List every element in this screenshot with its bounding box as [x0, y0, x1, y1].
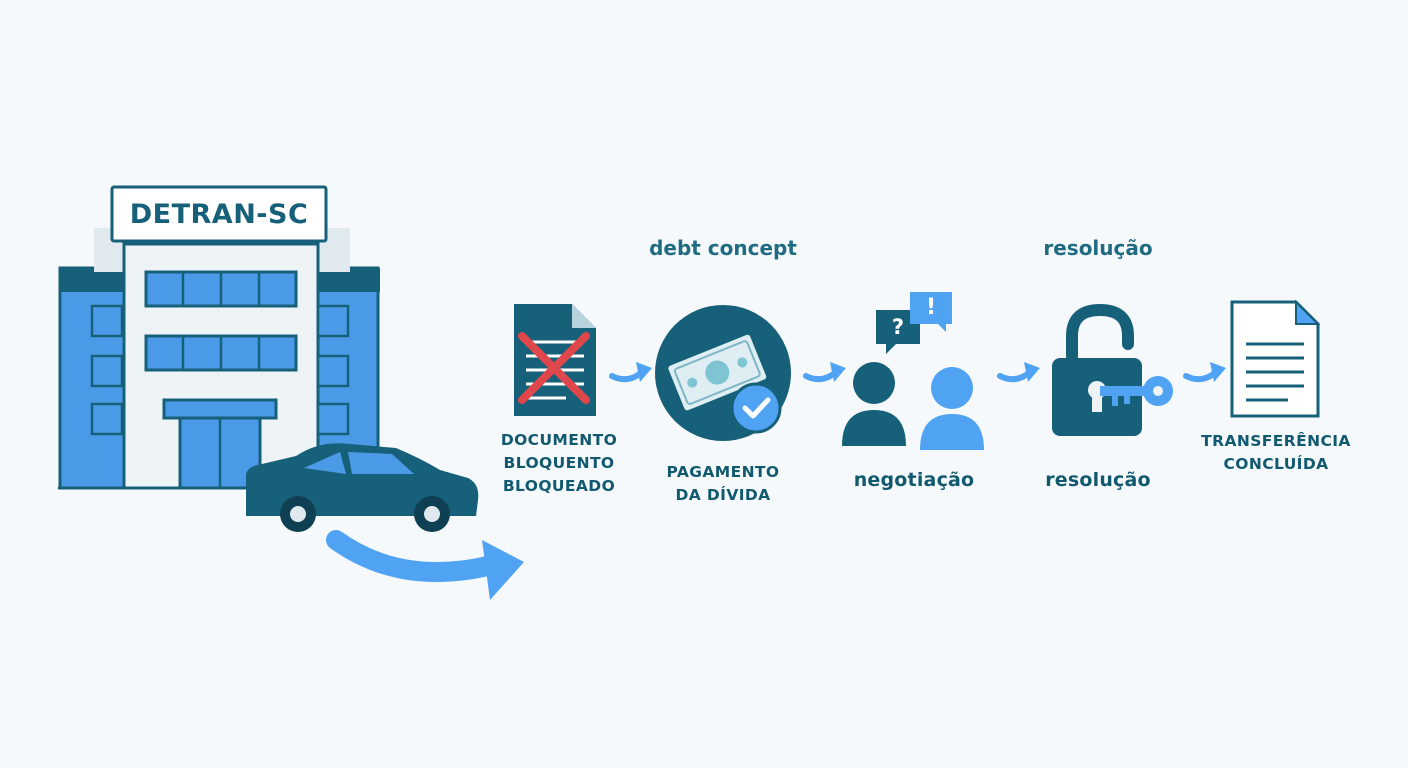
exclamation-mark: ! [925, 295, 937, 320]
label-debt-concept: debt concept [649, 236, 797, 260]
building-sign: DETRAN-SC [129, 199, 309, 230]
question-mark: ? [891, 315, 905, 339]
completed-document-icon [1230, 299, 1321, 418]
caption-transferencia-concluida: TRANSFERÊNCIA CONCLUÍDA [1184, 430, 1368, 476]
car-icon [246, 443, 479, 532]
arrow-right-icon [609, 362, 652, 383]
caption-line: DOCUMENTO [500, 431, 618, 449]
money-check-icon [655, 305, 791, 441]
caption-documento-bloqueado: DOCUMENTO BLOQUENTO BLOQUEADO [476, 429, 642, 498]
caption-line: CONCLUÍDA [1223, 455, 1329, 473]
arrow-right-icon [997, 362, 1040, 383]
blocked-document-icon [514, 304, 596, 416]
curved-arrow-icon [326, 530, 524, 600]
label-resolucao-top: resolução [1043, 236, 1153, 260]
arrow-right-icon [1183, 362, 1226, 383]
caption-pagamento-divida: PAGAMENTO DA DÍVIDA [640, 461, 806, 507]
caption-resolucao: resolução [1045, 469, 1151, 491]
caption-line: BLOQUEADO [502, 477, 616, 495]
caption-negotiacao: negotiação [853, 469, 975, 491]
unlocked-padlock-key-icon [1052, 303, 1173, 436]
arrow-right-icon [803, 362, 846, 383]
people-chat-icon [842, 292, 984, 450]
caption-line: TRANSFERÊNCIA [1201, 432, 1351, 450]
caption-line: BLOQUENTO [503, 454, 615, 472]
caption-line: PAGAMENTO [666, 463, 780, 481]
caption-line: DA DÍVIDA [675, 486, 771, 504]
